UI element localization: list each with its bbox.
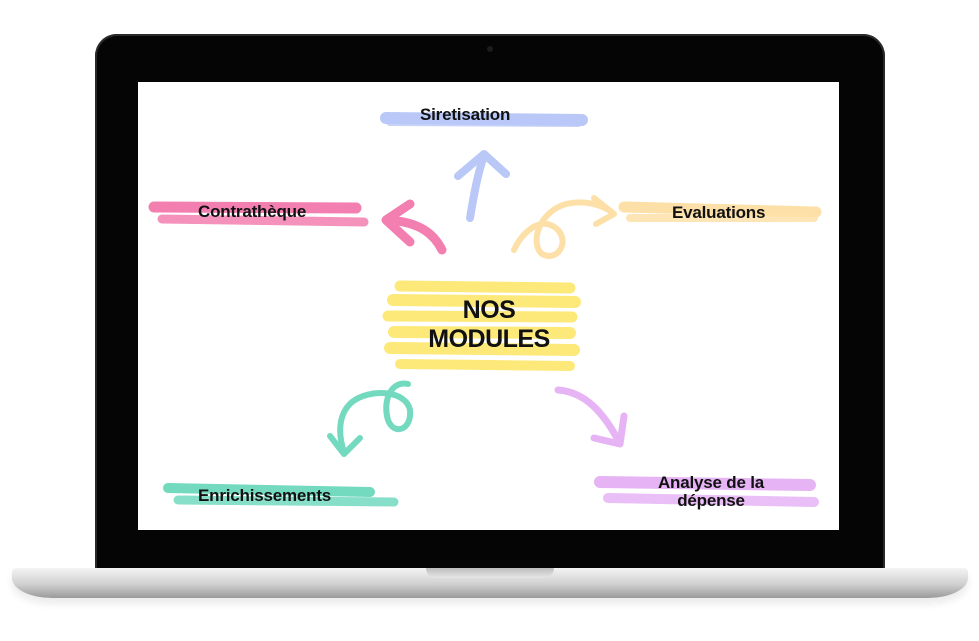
screen: Siretisation Contrathèque Evaluations NO… bbox=[138, 82, 839, 530]
laptop-notch bbox=[426, 568, 554, 578]
highlight-center bbox=[382, 280, 581, 371]
center-line-1: NOS bbox=[462, 296, 516, 324]
arrow-evaluations bbox=[511, 195, 617, 259]
mindmap-drawing bbox=[148, 112, 822, 507]
highlight-contratheque bbox=[148, 201, 362, 214]
module-evaluations: Evaluations bbox=[672, 203, 766, 222]
arrow-siretisation bbox=[454, 150, 510, 222]
module-enrichissements: Enrichissements bbox=[198, 486, 332, 505]
laptop-base bbox=[12, 568, 968, 598]
module-siretisation: Siretisation bbox=[420, 105, 511, 124]
module-contratheque: Contrathèque bbox=[198, 202, 307, 221]
arrow-analyse bbox=[554, 386, 628, 448]
center-node: NOS MODULES bbox=[394, 296, 584, 354]
highlight-analyse bbox=[594, 476, 816, 491]
camera-icon bbox=[487, 46, 493, 52]
arrow-enrichissements bbox=[327, 380, 414, 457]
highlight-enrichissements bbox=[163, 483, 375, 497]
arrow-contratheque bbox=[381, 199, 447, 255]
module-analyse: Analyse de la dépense bbox=[657, 473, 765, 510]
highlight-evaluations bbox=[618, 201, 822, 218]
center-line-2: MODULES bbox=[428, 325, 550, 353]
